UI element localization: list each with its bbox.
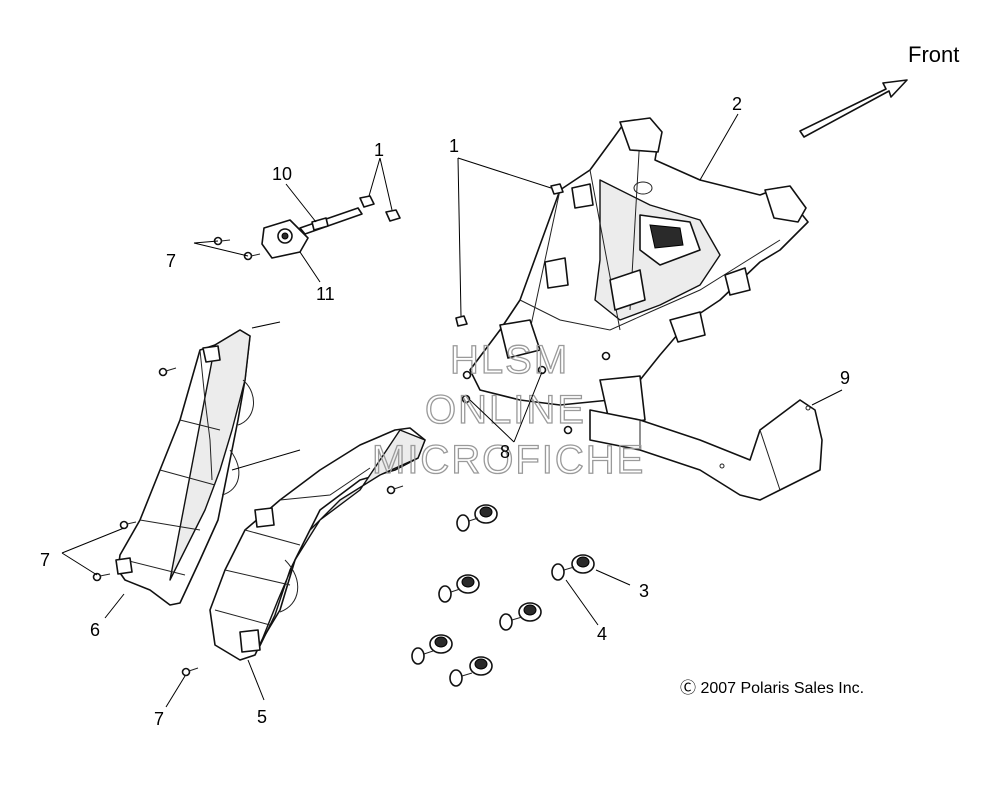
bulb-socket-3 — [438, 574, 480, 603]
lower-plate-part-9 — [589, 399, 823, 501]
watermark: HLSM ONLINE MICROFICHE — [371, 337, 645, 482]
callout-1-upper-left: 1 — [374, 140, 384, 160]
leader-lines — [61, 113, 843, 708]
callout-5: 5 — [257, 707, 267, 727]
screw-7e — [92, 572, 111, 582]
screw-8e — [563, 425, 573, 435]
nut-1d — [455, 315, 468, 327]
nut-1a — [359, 195, 375, 208]
screw-8d — [601, 351, 611, 361]
bulb-socket-4 — [499, 602, 542, 631]
callout-7-left: 7 — [40, 550, 50, 570]
callout-3: 3 — [639, 581, 649, 601]
bulb-socket-5 — [411, 634, 453, 665]
screw-8a — [462, 370, 472, 380]
front-direction-arrow — [799, 79, 908, 138]
bulb-socket-2 — [551, 554, 595, 581]
watermark-line-3: MICROFICHE — [372, 438, 645, 482]
callout-1-center: 1 — [449, 136, 459, 156]
callout-4: 4 — [597, 624, 607, 644]
adjuster-rod-part-10 — [299, 207, 363, 235]
screw-7c — [158, 367, 177, 377]
screw-7g — [386, 485, 404, 495]
screw-7d — [119, 520, 137, 530]
nut-1c — [550, 183, 564, 195]
copyright-notice: Ⓒ 2007 Polaris Sales Inc. — [680, 679, 864, 697]
callout-9: 9 — [840, 368, 850, 388]
callout-11: 11 — [316, 284, 335, 304]
callout-8: 8 — [500, 442, 510, 462]
callout-6: 6 — [90, 620, 100, 640]
screw-7f — [181, 667, 199, 677]
callout-7-bottom: 7 — [154, 709, 164, 729]
left-headlight-housing — [115, 329, 255, 606]
adjuster-bracket-part-11 — [261, 219, 309, 259]
right-headlight-housing — [209, 427, 426, 661]
nut-1b — [385, 209, 401, 222]
bulb-socket-6 — [449, 656, 493, 687]
bulb-socket-1 — [456, 504, 498, 532]
front-frame-bracket — [469, 117, 809, 426]
screw-8c — [537, 365, 547, 375]
screw-8b — [461, 394, 471, 404]
watermark-line-2: ONLINE — [425, 388, 586, 432]
watermark-line-1: HLSM — [450, 338, 569, 382]
callout-2: 2 — [732, 94, 742, 114]
front-label: Front — [908, 42, 959, 67]
callout-7-upper: 7 — [166, 251, 176, 271]
callout-10: 10 — [272, 164, 292, 184]
